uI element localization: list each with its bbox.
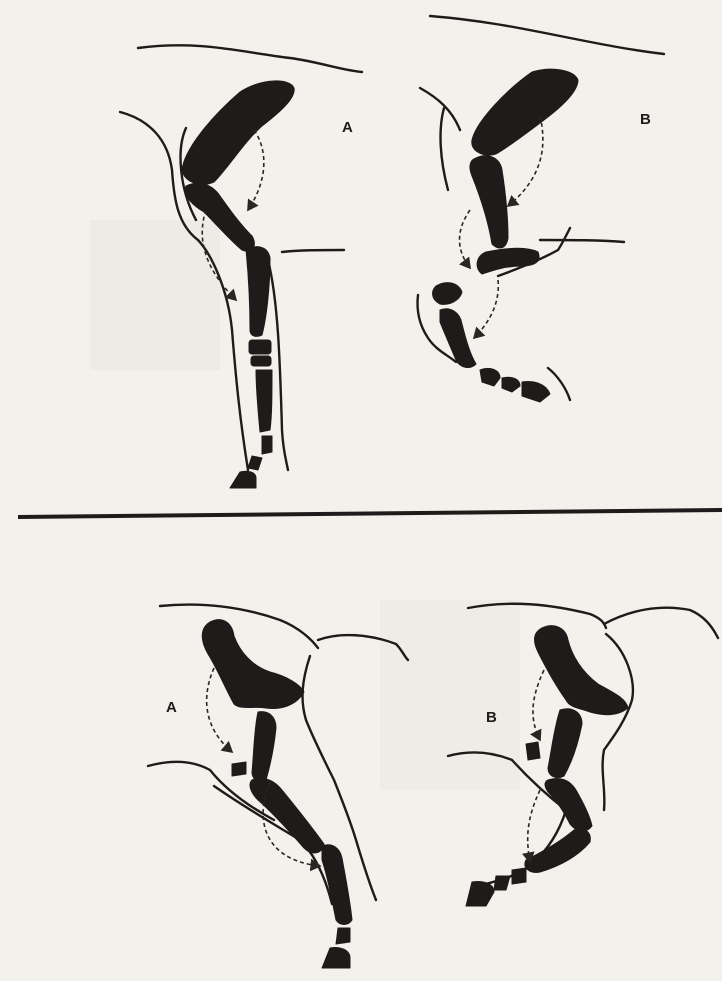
pastern-bone (262, 436, 272, 454)
patella-bone (526, 742, 540, 760)
patella-bone (232, 762, 246, 776)
panel-label-b: B (486, 709, 497, 726)
carpus-bone (251, 356, 271, 366)
panel-label-b: B (640, 111, 651, 128)
pastern-bone (512, 868, 526, 884)
panel-label-a: A (166, 699, 177, 716)
panel-label-a: A (342, 119, 353, 136)
carpus-bone (249, 340, 271, 354)
pastern-bone (336, 928, 350, 944)
bleed-through-shade (380, 600, 520, 790)
